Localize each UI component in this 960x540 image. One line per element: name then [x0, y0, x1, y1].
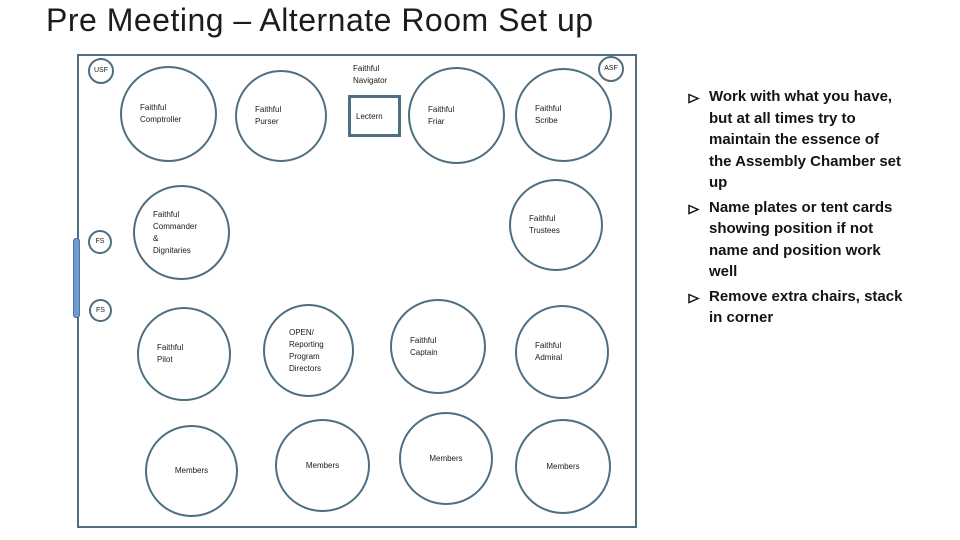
seat-label: Faithful Admiral — [535, 341, 563, 362]
seat-fs-upper: FS — [88, 230, 112, 254]
seat-admiral: Faithful Admiral — [515, 305, 609, 399]
lectern-box: Lectern — [348, 95, 401, 137]
note-item: Work with what you have, but at all time… — [687, 86, 955, 194]
note-text: Work with what you have, but at all time… — [709, 88, 902, 191]
seat-open-reporting: OPEN/ Reporting Program Directors — [263, 304, 354, 397]
seat-label: OPEN/ Reporting Program Directors — [289, 327, 324, 373]
seat-label: Faithful Captain — [410, 335, 438, 357]
seat-label: Faithful Commander & Dignitaries — [153, 209, 198, 255]
seat-label: Members — [429, 453, 463, 463]
room-outline: USF ASF Faithful Comptroller Faithful Pu… — [73, 54, 637, 528]
seat-members-4: Members — [515, 419, 611, 514]
seat-comptroller: Faithful Comptroller — [120, 66, 217, 162]
seat-label: Faithful Purser — [255, 105, 282, 126]
seat-label: Faithful Trustees — [529, 214, 560, 235]
seat-commander: Faithful Commander & Dignitaries — [133, 185, 230, 280]
seat-label: FS — [96, 306, 105, 314]
seat-label: Members — [305, 460, 340, 470]
seat-captain: Faithful Captain — [390, 299, 486, 394]
seat-fs-lower: FS — [89, 299, 112, 322]
navigator-label: Faithful Navigator — [353, 64, 388, 85]
note-item: Remove extra chairs, stack in corner — [687, 286, 955, 329]
arrow-bullet-icon — [687, 86, 709, 112]
note-item: Name plates or tent cards showing positi… — [687, 197, 955, 283]
note-text: Name plates or tent cards showing positi… — [709, 198, 893, 281]
seat-label: Faithful Comptroller — [140, 103, 182, 124]
arrow-bullet-icon — [687, 197, 709, 223]
seat-label: FS — [95, 238, 105, 245]
arrow-bullet-icon — [687, 286, 709, 312]
note-text: Remove extra chairs, stack in corner — [709, 287, 903, 327]
seat-friar: Faithful Friar — [408, 67, 505, 164]
notes-list: Work with what you have, but at all time… — [687, 86, 955, 332]
seat-label: Members — [546, 461, 580, 471]
seat-members-3: Members — [399, 412, 493, 505]
seat-trustees: Faithful Trustees — [509, 179, 603, 271]
seat-asf: ASF — [598, 56, 624, 82]
seat-scribe: Faithful Scribe — [515, 68, 612, 162]
seat-members-1: Members — [145, 425, 238, 517]
seat-pilot: Faithful Pilot — [137, 307, 231, 401]
lectern-label: Lectern — [356, 111, 383, 121]
seat-members-2: Members — [275, 419, 370, 512]
seat-label: Faithful Scribe — [535, 104, 562, 125]
seat-label: USF — [94, 67, 108, 74]
seat-label: Members — [174, 466, 209, 475]
seat-label: Faithful Friar — [428, 104, 455, 126]
seat-label: ASF — [604, 65, 618, 72]
page-title: Pre Meeting – Alternate Room Set up — [46, 2, 594, 38]
door-marker — [73, 238, 80, 318]
seat-purser: Faithful Purser — [235, 70, 327, 162]
seat-usf: USF — [88, 58, 114, 84]
seat-label: Faithful Pilot — [157, 343, 184, 364]
